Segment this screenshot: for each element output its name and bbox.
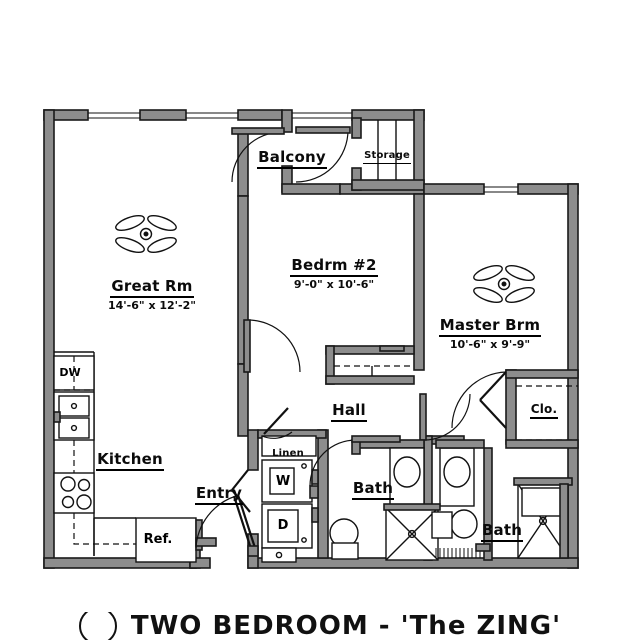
balcony-door-great-room [231,127,285,183]
main-bath [309,435,485,561]
storage-interior [377,120,397,180]
ceiling-fan-great-room [115,215,177,253]
master-closet-doors [451,371,507,429]
great-room [237,131,249,437]
bedroom-2 [243,193,425,385]
circle-logo-icon [78,612,117,640]
master-bath [431,477,573,559]
linen-laundry [261,407,319,563]
ceiling-fan-master [473,265,535,303]
plan-title-row: TWO BEDROOM - 'The ZING' [0,612,640,640]
kitchen [53,351,217,563]
balcony-door-bedroom [295,126,351,183]
hall [247,429,329,559]
plan-title: TWO BEDROOM - 'The ZING' [130,612,562,640]
